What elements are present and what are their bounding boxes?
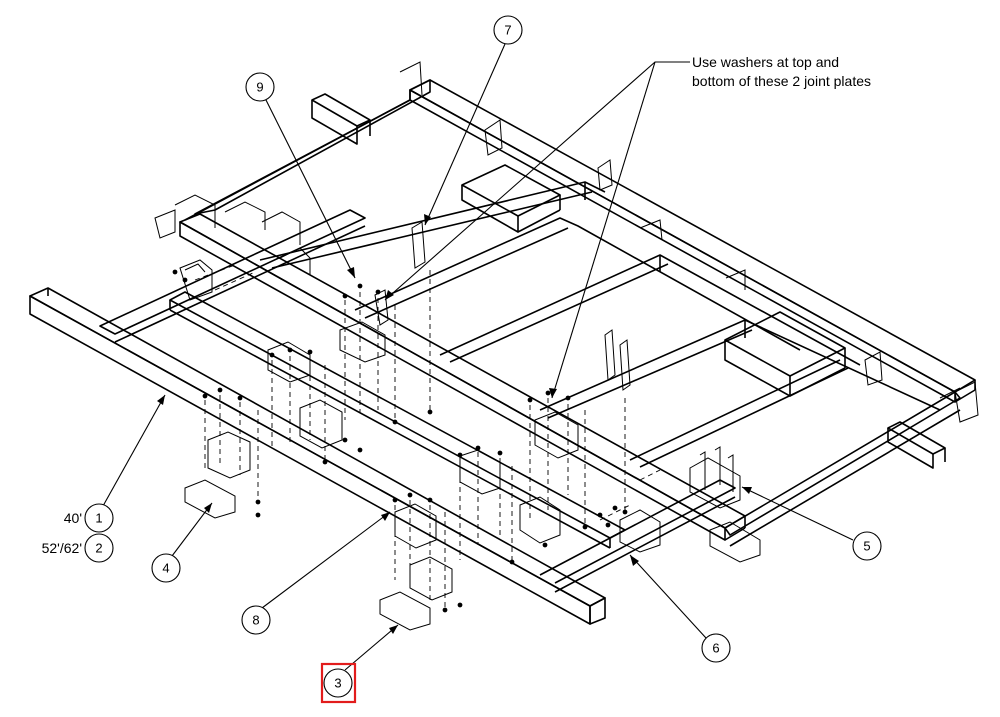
svg-text:3: 3 xyxy=(334,676,341,691)
front-right-rail xyxy=(724,391,961,547)
bracket-front-hitch xyxy=(689,457,741,509)
clevis-left xyxy=(184,479,236,519)
svg-text:8: 8 xyxy=(252,613,259,628)
callout-4: 4 xyxy=(151,553,181,583)
bolt-heads xyxy=(172,269,628,613)
clevis-front-right xyxy=(709,521,761,563)
callout-3: 3 xyxy=(320,662,357,704)
svg-text:2: 2 xyxy=(95,541,102,556)
callout-6: 6 xyxy=(701,633,731,663)
frame-structure xyxy=(29,79,976,625)
callout-8: 8 xyxy=(241,605,271,635)
brackets xyxy=(154,61,979,631)
size-label-52-62: 52'/62' xyxy=(42,540,82,556)
svg-text:5: 5 xyxy=(863,539,870,554)
bracket-center-lower xyxy=(619,509,661,553)
hitch-box xyxy=(724,311,846,397)
rear-box xyxy=(461,164,561,233)
bolt-lines xyxy=(194,264,661,608)
stub-beam-top xyxy=(311,93,371,145)
note-line-2: bottom of these 2 joint plates xyxy=(692,73,871,89)
svg-text:7: 7 xyxy=(504,23,511,38)
cross-members xyxy=(259,181,941,468)
clevis-center xyxy=(379,591,431,631)
svg-text:1: 1 xyxy=(95,511,102,526)
size-label-40: 40' xyxy=(64,510,82,526)
svg-text:6: 6 xyxy=(712,641,719,656)
callouts: 7 9 1 40' 2 52'/62' 4 xyxy=(42,15,882,704)
stub-beam-right xyxy=(887,421,946,469)
front-toolbar xyxy=(29,287,606,625)
back-rail xyxy=(409,79,976,403)
callout-9: 9 xyxy=(245,72,275,102)
bracket-right-hitch xyxy=(954,381,979,423)
callout-2: 2 xyxy=(84,533,114,563)
callout-5: 5 xyxy=(852,531,882,561)
callout-7: 7 xyxy=(493,15,523,45)
note-line-1: Use washers at top and xyxy=(692,54,839,70)
bracket-left-top xyxy=(154,209,176,239)
left-back-rail xyxy=(184,79,431,221)
highlight-box xyxy=(320,662,357,704)
washer-note: Use washers at top and bottom of these 2… xyxy=(384,54,871,399)
svg-text:4: 4 xyxy=(162,561,169,576)
lower-center-rail xyxy=(539,479,736,593)
svg-text:9: 9 xyxy=(256,80,263,95)
bracket-top-right xyxy=(399,61,423,96)
callout-1: 1 xyxy=(84,503,114,533)
